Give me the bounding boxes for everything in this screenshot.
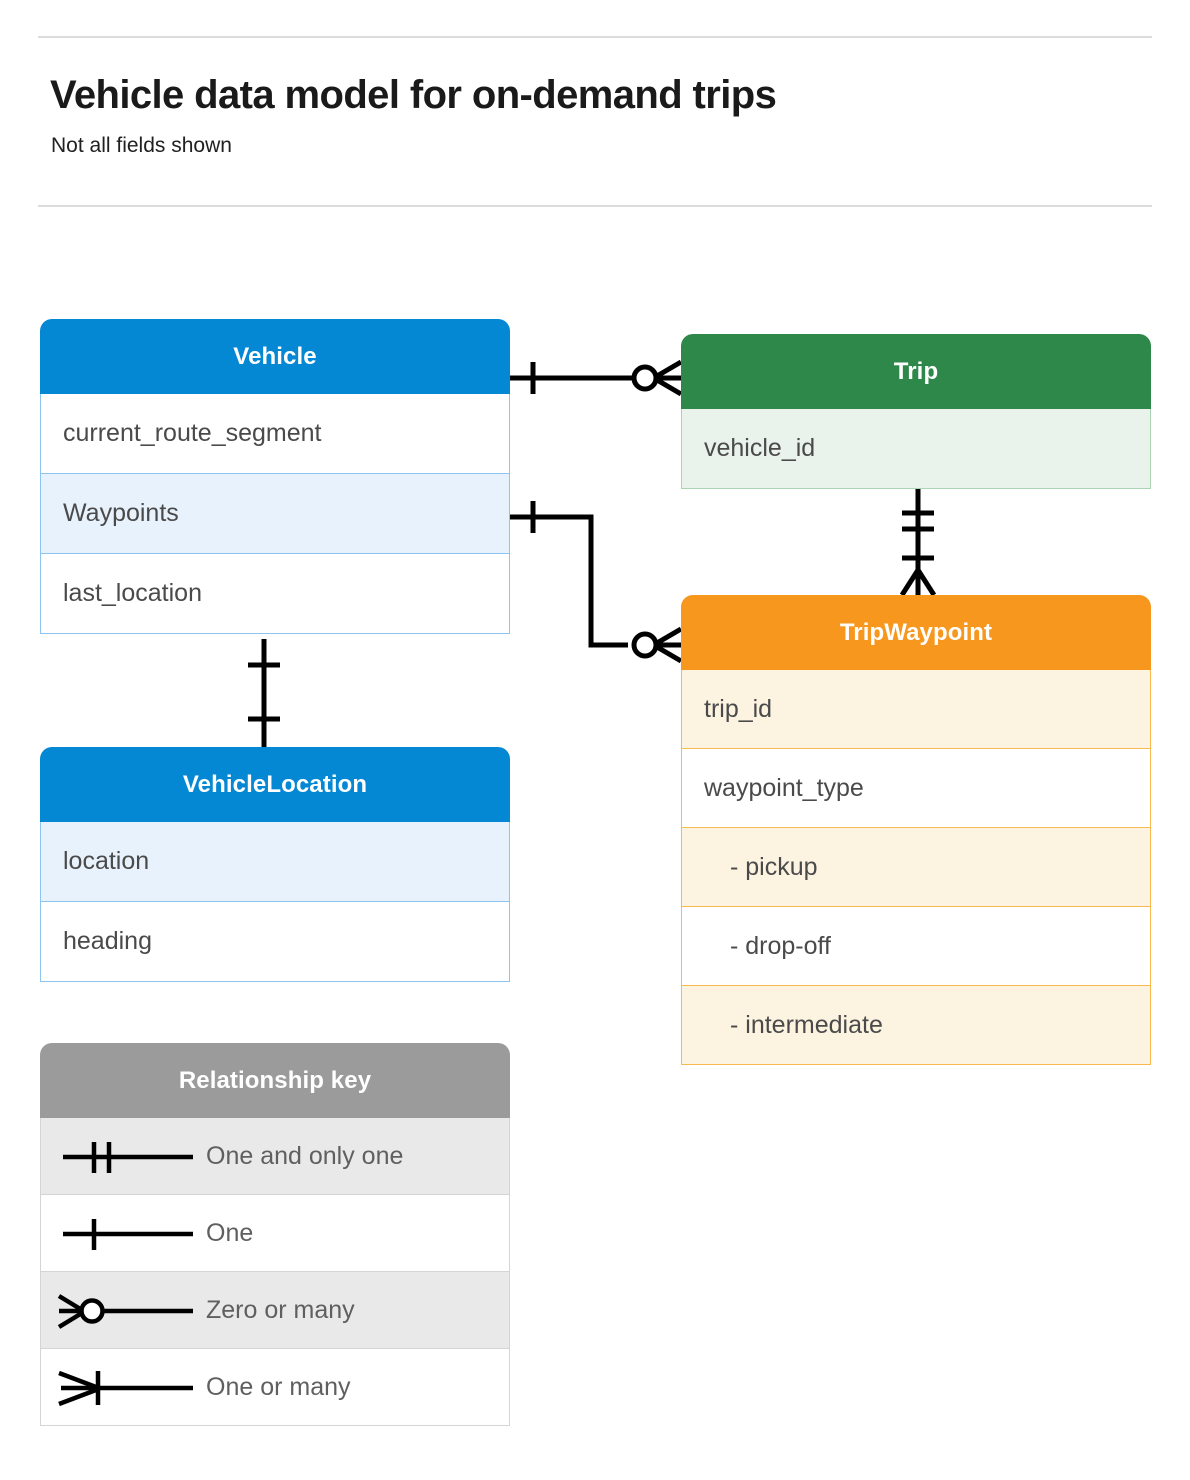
entity-vehiclelocation-title: VehicleLocation	[40, 747, 510, 822]
page-subtitle: Not all fields shown	[51, 134, 232, 157]
relationship-key-title: Relationship key	[40, 1043, 510, 1118]
entity-vehiclelocation-field-heading[interactable]: heading	[40, 902, 510, 982]
zero-or-many-icon	[41, 1272, 206, 1349]
connector-vehicle-vehiclelocation	[248, 639, 280, 747]
entity-tripwaypoint-field-trip-id[interactable]: trip_id	[681, 670, 1151, 749]
legend-label-one: One	[206, 1218, 254, 1247]
legend-label-zero-or-many: Zero or many	[206, 1295, 355, 1324]
entity-tripwaypoint-title: TripWaypoint	[681, 595, 1151, 670]
connector-vehicle-trip	[510, 359, 683, 397]
entity-vehicle-field-waypoints[interactable]: Waypoints	[40, 474, 510, 554]
entity-tripwaypoint-value-intermediate[interactable]: - intermediate	[681, 986, 1151, 1065]
entity-vehicle-title: Vehicle	[40, 319, 510, 394]
entity-vehicle-field-current-route-segment[interactable]: current_route_segment	[40, 394, 510, 474]
entity-vehicle[interactable]: Vehicle current_route_segment Waypoints …	[40, 319, 510, 634]
connector-waypoints-tripwaypoint	[510, 501, 683, 664]
relationship-key-legend: Relationship key One and only one One	[40, 1043, 510, 1426]
entity-trip-title: Trip	[681, 334, 1151, 409]
entity-vehiclelocation-field-location[interactable]: location	[40, 822, 510, 902]
entity-trip[interactable]: Trip vehicle_id	[681, 334, 1151, 489]
legend-row-one-and-only-one: One and only one	[40, 1118, 510, 1195]
connector-trip-tripwaypoint	[899, 489, 937, 597]
bottom-divider	[38, 205, 1152, 207]
legend-row-one: One	[40, 1195, 510, 1272]
legend-row-zero-or-many: Zero or many	[40, 1272, 510, 1349]
one-or-many-icon	[41, 1349, 206, 1426]
page-title: Vehicle data model for on-demand trips	[50, 73, 777, 117]
entity-vehiclelocation[interactable]: VehicleLocation location heading	[40, 747, 510, 982]
entity-tripwaypoint-value-drop-off[interactable]: - drop-off	[681, 907, 1151, 986]
one-and-only-one-icon	[41, 1118, 206, 1195]
entity-vehicle-field-last-location[interactable]: last_location	[40, 554, 510, 634]
entity-tripwaypoint[interactable]: TripWaypoint trip_id waypoint_type - pic…	[681, 595, 1151, 1065]
legend-label-one-or-many: One or many	[206, 1372, 351, 1401]
top-divider	[38, 36, 1152, 38]
entity-tripwaypoint-value-pickup[interactable]: - pickup	[681, 828, 1151, 907]
entity-trip-field-vehicle-id[interactable]: vehicle_id	[681, 409, 1151, 489]
one-icon	[41, 1195, 206, 1272]
legend-label-one-and-only-one: One and only one	[206, 1141, 404, 1170]
entity-tripwaypoint-field-waypoint-type[interactable]: waypoint_type	[681, 749, 1151, 828]
legend-row-one-or-many: One or many	[40, 1349, 510, 1426]
